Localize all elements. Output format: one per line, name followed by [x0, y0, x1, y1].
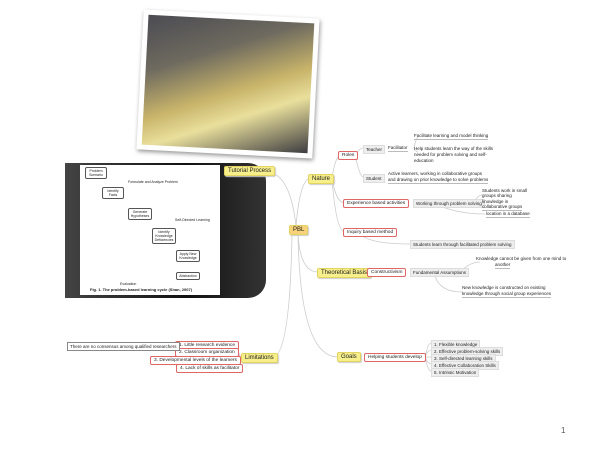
student-note: and drawing on prior knowledge to solve … [388, 177, 489, 184]
node-fundamental-assumptions[interactable]: Fundamental Assumptions [410, 268, 470, 277]
node-roles[interactable]: Roles [338, 151, 359, 160]
node-helping-students-develop[interactable]: Helping students develop [364, 353, 426, 362]
figure-step: Generate Hypotheses [128, 208, 152, 220]
node-goals[interactable]: Goals [337, 352, 361, 362]
inquiry-note: Students learn through facilitated probl… [410, 240, 515, 249]
figure-caption: Fig. 1. The problem-based learning cycle… [90, 287, 193, 292]
experience-note-2: location in a database [486, 211, 530, 218]
page-number: 1 [561, 426, 566, 435]
node-experience-based[interactable]: Experience based activities [343, 199, 410, 208]
node-teacher[interactable]: Teacher [363, 145, 386, 154]
figure-step: Problem Scenario [85, 167, 107, 179]
node-tutorial-process[interactable]: Tutorial Process [224, 166, 276, 176]
node-working-problem-solving[interactable]: Working through problem solving [413, 199, 485, 208]
figure-note: Evaluation [120, 282, 137, 286]
goal-item[interactable]: 5. Intrinsic Motivation [431, 368, 480, 377]
node-limitations[interactable]: Limitations [241, 353, 278, 363]
node-nature[interactable]: Nature [308, 174, 335, 184]
pbl-cycle-figure: Problem Scenario Identify Facts Generate… [80, 165, 220, 295]
experience-note: groups sharing [482, 193, 512, 198]
theory-note: another [495, 262, 511, 269]
experience-note: knowledge in [482, 199, 509, 204]
figure-step: Apply New Knowledge [176, 250, 200, 262]
node-student[interactable]: Student [363, 174, 385, 183]
figure-note: Formulate and Analyze Problem [128, 180, 178, 184]
node-inquiry-based[interactable]: Inquiry based method [343, 228, 398, 237]
figure-step: Identify Knowledge Deficiencies [152, 228, 176, 244]
theory-note: Knowledge cannot be given from one mind … [476, 256, 567, 261]
figure-note: Self-Directed Learning [175, 218, 210, 222]
teacher-note: Help students learn the way of the skill… [414, 146, 494, 163]
limitation-note: There are no consensus among qualified r… [67, 342, 180, 351]
limitation-item[interactable]: 4. Lack of skills as facilitator [176, 364, 244, 373]
node-constructivism[interactable]: Constructivism [367, 268, 407, 277]
experience-note: collaborative groups [482, 204, 523, 211]
theory-note: New knowledge is constructed on existing [462, 285, 546, 290]
node-center-pbl[interactable]: PBL [289, 225, 309, 235]
node-theoretical-basis[interactable]: Theoretical Basis [317, 268, 372, 278]
figure-step: Identify Facts [102, 187, 124, 199]
teacher-note: Facilitate learning and model thinking [414, 133, 489, 140]
figure-step: Abstraction [176, 272, 200, 280]
experience-note: Students work in small [482, 188, 528, 193]
student-note: Active learners, working in collaborativ… [388, 171, 483, 176]
theory-note: knowledge through social group experienc… [462, 291, 552, 298]
node-facilitator[interactable]: Facilitator [388, 145, 408, 152]
